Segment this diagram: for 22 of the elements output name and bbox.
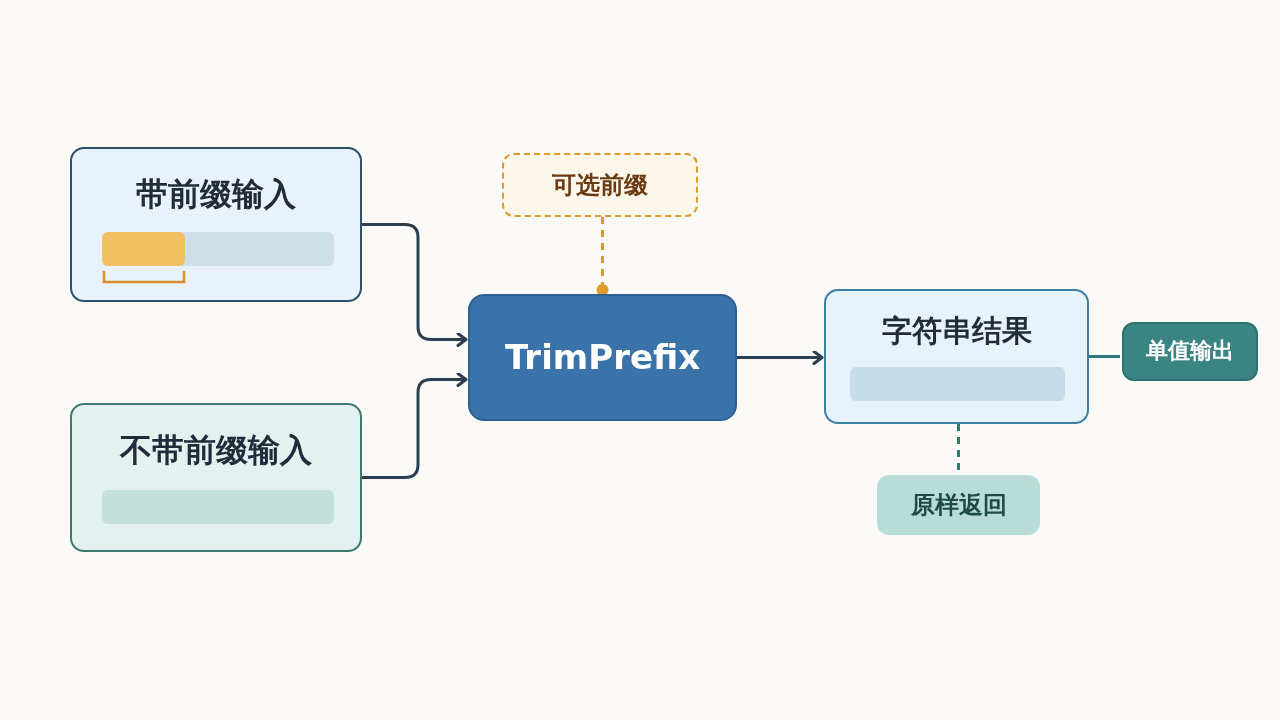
node-title: 可选前缀: [552, 170, 648, 200]
connector-line: [1089, 355, 1120, 358]
arrow: [362, 223, 468, 347]
node-title: 带前缀输入: [136, 175, 296, 214]
return-box: [877, 475, 1040, 535]
node-title: TrimPrefix: [504, 337, 701, 378]
string-bar: [102, 490, 334, 524]
input-box: [70, 147, 362, 302]
node-title: 不带前缀输入: [120, 431, 312, 470]
arrow: [737, 350, 824, 365]
input-box: [70, 403, 362, 552]
node-title: 字符串结果: [881, 313, 1032, 349]
node-title: 单值输出: [1146, 338, 1234, 365]
arrow: [362, 372, 468, 479]
output-box: [1122, 322, 1258, 381]
function-box: [468, 294, 737, 421]
string-bar: [102, 232, 334, 266]
string-bar: [850, 367, 1065, 401]
connector-line: [957, 424, 960, 471]
optional-box: [502, 153, 698, 217]
node-title: 原样返回: [910, 490, 1007, 520]
result-box: [824, 289, 1089, 424]
